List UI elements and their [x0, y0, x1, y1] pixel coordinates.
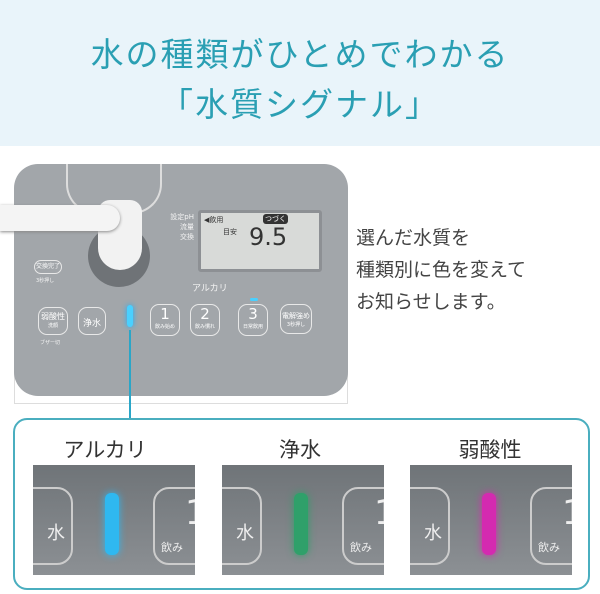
signal-photo-alkaline: 水 1飲み: [33, 465, 195, 575]
signal-label-purified: 浄水: [279, 438, 321, 462]
button-label: 1: [160, 305, 170, 323]
header-banner: [0, 0, 600, 146]
description-line: 選んだ水質を: [356, 227, 471, 249]
replace-done-hint: 3秒押し: [36, 278, 55, 284]
lcd-ph-value: 9.5: [249, 223, 288, 251]
description: 選んだ水質を 種類別に色を変えて お知らせします。: [356, 222, 526, 318]
control-panel: 設定pH 流量 交換 ◀飲用 つづく 目安 9.5 交換完了 3秒押し アルカリ…: [14, 164, 348, 396]
button-sub: 飲み始め: [154, 324, 175, 330]
button-sub: 飲み: [538, 541, 560, 554]
lcd-side-labels: 設定pH 流量 交換: [166, 212, 194, 242]
button-sub: 洗顔: [47, 323, 58, 329]
alkaline-3-indicator: [250, 298, 258, 301]
button-sub: 飲み: [350, 541, 372, 554]
photo-button-left: 水: [410, 487, 450, 565]
signal-photo-purified: 水 1飲み: [222, 465, 384, 575]
alkaline-group-label: アルカリ: [192, 284, 228, 294]
led-green: [294, 493, 308, 555]
button-label: 弱酸性: [41, 312, 65, 321]
hose-pipe: [0, 205, 120, 231]
purified-water-button[interactable]: 浄水: [78, 307, 106, 335]
led-blue: [105, 493, 119, 555]
button-number: 1: [562, 493, 572, 533]
lcd-display: ◀飲用 つづく 目安 9.5: [198, 210, 322, 272]
button-sub: 飲み: [161, 541, 183, 554]
lcd-mode: ◀飲用: [204, 216, 224, 224]
lcd-badge: つづく: [263, 214, 288, 224]
weak-acid-button[interactable]: 弱酸性洗顔: [38, 307, 68, 335]
photo-button-right: 1飲み: [153, 487, 195, 565]
headline: 水の種類がひとめでわかる: [90, 35, 510, 74]
button-number: 1: [374, 493, 384, 533]
signal-photo-weak-acid: 水 1飲み: [410, 465, 572, 575]
label-flow: 流量: [180, 223, 194, 231]
button-label: 2: [200, 305, 210, 323]
water-signal-led: [127, 305, 133, 327]
buzzer-off-hint: ブザー切: [40, 340, 61, 346]
description-line: 種類別に色を変えて: [356, 259, 527, 281]
label-replace: 交換: [180, 233, 194, 241]
label-ph: 設定pH: [170, 213, 194, 221]
callout-line: [129, 330, 131, 420]
button-sub: 飲み慣れ: [194, 324, 215, 330]
replace-done-button[interactable]: 交換完了: [34, 260, 62, 274]
lcd-label: 目安: [223, 228, 237, 236]
strong-electrolysis-button[interactable]: 電解強め 3秒押し: [280, 304, 312, 334]
button-sub: 3秒押し: [286, 322, 306, 328]
button-sub: 日常飲用: [242, 324, 263, 330]
description-line: お知らせします。: [356, 291, 506, 313]
signal-label-weak-acid: 弱酸性: [458, 438, 522, 462]
button-label: 3: [248, 305, 258, 323]
headline-feature-name: 「水質シグナル」: [160, 85, 440, 124]
button-label: 電解強め: [282, 312, 310, 320]
led-magenta: [482, 493, 496, 555]
photo-button-left: 水: [33, 487, 73, 565]
button-number: 1: [185, 493, 195, 533]
photo-button-right: 1飲み: [530, 487, 572, 565]
signal-colors-box: [13, 418, 590, 590]
signal-label-alkaline: アルカリ: [63, 438, 147, 462]
photo-button-right: 1飲み: [342, 487, 384, 565]
photo-button-left: 水: [222, 487, 262, 565]
